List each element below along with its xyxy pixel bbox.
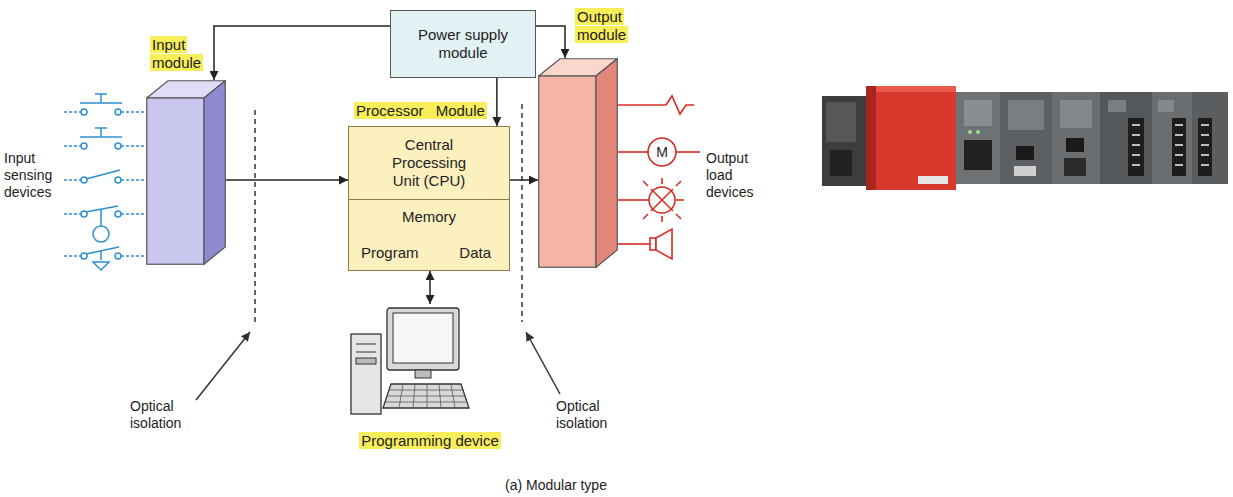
module-side-face: [596, 59, 617, 268]
module-label: Output module: [575, 8, 628, 43]
device-label: Programming device: [359, 432, 501, 449]
computer-tower: [351, 334, 381, 414]
label-holder: Input module: [150, 36, 212, 72]
monitor-case: [387, 308, 459, 370]
input-devices-label: Input sensing devices: [4, 150, 62, 201]
pushbutton-switch: [64, 94, 146, 115]
isolation-label: Optical isolation: [130, 398, 194, 432]
output-module: Output module: [538, 58, 618, 268]
label-holder: Programming device: [345, 432, 515, 450]
monitor-stand: [415, 370, 431, 378]
input-module: Input module: [146, 80, 226, 265]
cpu-box: Central Processing Unit (CPU): [348, 126, 510, 200]
input-switches: [64, 94, 146, 270]
drive-slot: [356, 358, 376, 364]
module-3d-shape: [146, 80, 226, 265]
monitor-screen: [393, 313, 453, 363]
module-side-face: [204, 81, 225, 265]
connector-arrow: [510, 179, 538, 181]
box-label: Central Processing Unit (CPU): [379, 136, 479, 190]
motor-letter: M: [656, 144, 668, 161]
horn-symbol: [618, 229, 672, 259]
keyboard: [383, 384, 469, 408]
box-title: Memory: [349, 208, 509, 226]
heater-symbol: [618, 96, 694, 114]
figure-caption: (a) Modular type: [505, 477, 607, 494]
box-label: Power supply module: [403, 26, 523, 62]
pushbutton-switch: [64, 128, 146, 149]
programming-device: Programming device: [345, 304, 515, 454]
drive-slot: [356, 352, 376, 353]
plc-photo: [822, 86, 1228, 190]
float-switch: [64, 206, 146, 242]
connector-arrow: [214, 26, 390, 80]
connector-arrow: [429, 271, 431, 304]
connector-arrow: [496, 78, 498, 126]
connector-arrow: [226, 179, 348, 181]
lamp-symbol: [618, 178, 684, 222]
pressure-switch: [64, 247, 146, 270]
processor-module: Processor ModuleCentral Processing Unit …: [346, 100, 512, 274]
motor-symbol: [618, 138, 700, 166]
isolation-label: Optical isolation: [556, 398, 620, 432]
module-front-face: [147, 98, 204, 264]
module-3d-shape: [538, 58, 618, 268]
output-devices-label: Output load devices: [706, 150, 768, 201]
toggle-switch: [64, 170, 146, 183]
memory-area: Data: [459, 244, 491, 262]
module-label: Input module: [150, 36, 203, 71]
keyboard-keys: [385, 384, 467, 408]
label-holder: Processor Module: [354, 102, 487, 120]
output-loads: [618, 96, 700, 259]
memory-area: Program: [361, 244, 419, 262]
memory-box: MemoryProgram Data: [348, 199, 510, 271]
module-label: Processor Module: [354, 102, 487, 119]
connector-arrow: [536, 26, 565, 58]
power-supply-box: Power supply module: [390, 10, 536, 78]
drive-slot: [356, 344, 376, 345]
label-holder: Output module: [575, 8, 637, 44]
module-front-face: [539, 76, 596, 267]
